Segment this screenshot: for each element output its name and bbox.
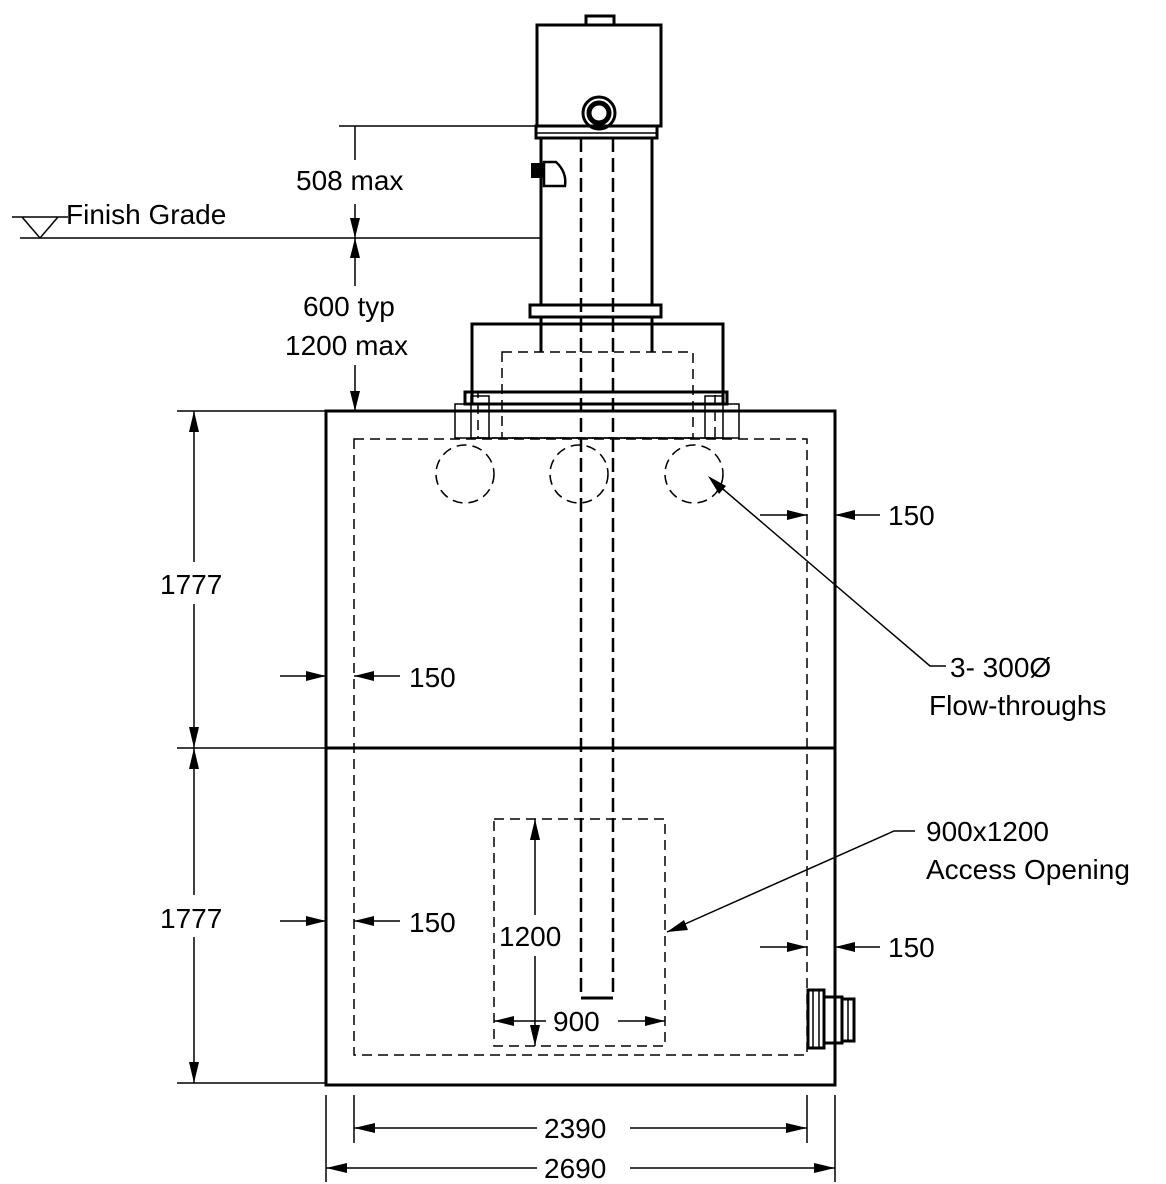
dim-inner-width: 2390 [353,1095,808,1144]
flow-through-label-2: Flow-throughs [929,690,1106,721]
dim-outer-width: 2690 [325,1095,836,1184]
dim-section-heights: 1777 1777 [160,410,326,1084]
inner-pipe [579,138,615,1000]
wall-left-lower-label: 150 [409,907,456,938]
dim-wall-left-upper: 150 [280,662,456,693]
depth-typ-label: 600 typ [303,291,395,322]
finish-grade: Finish Grade [12,199,541,240]
access-height-label: 1200 [499,921,561,952]
dim-riser-height: 508 max [296,125,536,238]
dim-burial-depth: 600 typ 1200 max [285,238,408,411]
outlet-pipe [806,988,856,1050]
wall-right-upper-label: 150 [888,500,935,531]
access-opening-callout: 900x1200 Access Opening [666,816,1130,933]
wall-right-lower-label: 150 [888,932,935,963]
access-width-label: 900 [553,1006,600,1037]
dim-access-height: 1200 [499,819,561,1046]
riser-cap [535,14,663,131]
access-label-2: Access Opening [926,854,1130,885]
riser-height-label: 508 max [296,165,403,196]
flow-through-openings [435,444,724,504]
access-opening [493,818,666,1047]
upper-height-label: 1777 [160,569,222,600]
access-label-1: 900x1200 [926,816,1049,847]
finish-grade-label: Finish Grade [66,199,226,230]
lid-frame [454,322,740,439]
outer-width-label: 2690 [544,1153,606,1184]
side-fitting-icon [531,160,567,188]
dim-wall-left-lower: 150 [280,907,456,938]
depth-max-label: 1200 max [285,330,408,361]
dim-wall-right-lower: 150 [760,932,935,963]
riser-pipe [528,124,663,352]
dim-access-width: 900 [494,1006,665,1037]
flow-through-label-1: 3- 300Ø [950,652,1051,683]
flow-through-callout: 3- 300Ø Flow-throughs [708,476,1106,721]
lower-height-label: 1777 [160,903,222,934]
dim-wall-right-upper: 150 [760,500,935,531]
inner-width-label: 2390 [544,1113,606,1144]
wall-left-upper-label: 150 [409,662,456,693]
